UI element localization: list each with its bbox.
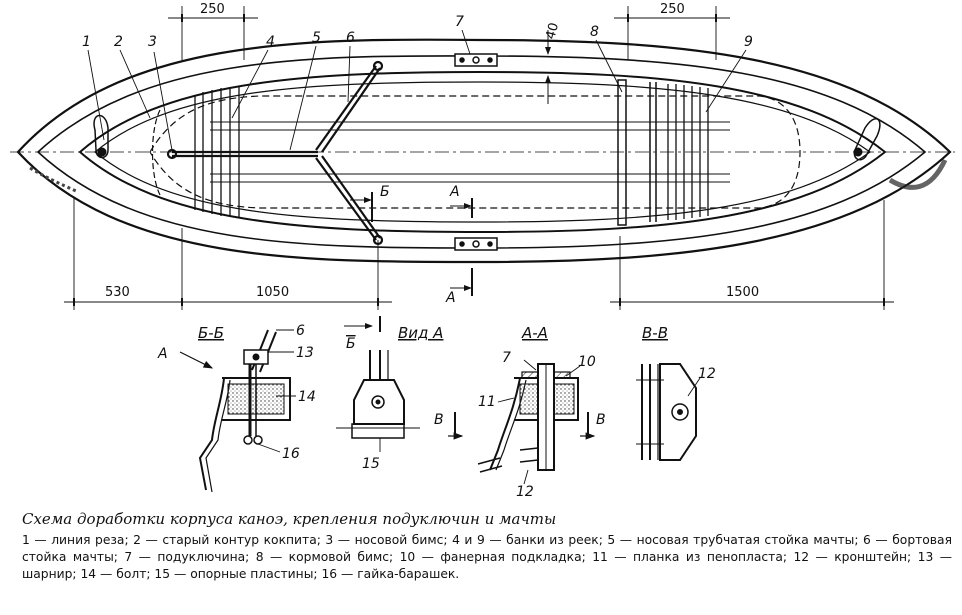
section-mark-v-left: В xyxy=(434,412,444,428)
dim-250-right: 250 xyxy=(660,2,685,17)
part-number-9: 9 xyxy=(744,34,753,50)
part-number-12-aa: 12 xyxy=(516,484,534,500)
dim-1500: 1500 xyxy=(726,285,759,300)
section-mark-b: Б xyxy=(380,184,390,200)
section-mark-v-right: В xyxy=(596,412,606,428)
dim-250-left: 250 xyxy=(200,2,225,17)
figure-caption: Схема доработки корпуса каноэ, крепления… xyxy=(22,510,952,583)
part-number-15: 15 xyxy=(362,456,380,472)
section-aa: А-А xyxy=(477,324,581,485)
section-vv: В-В xyxy=(636,324,701,461)
section-vv-title: В-В xyxy=(642,324,668,342)
part-number-5: 5 xyxy=(312,30,321,46)
part-number-16: 16 xyxy=(282,446,300,462)
hull-plan-view xyxy=(10,30,955,296)
part-number-1: 1 xyxy=(82,34,91,50)
canoe-drawing: 1 2 3 4 5 6 7 8 9 250 250 40 530 1050 15… xyxy=(10,2,955,500)
part-number-12-vv: 12 xyxy=(698,366,716,382)
caption-title: Схема доработки корпуса каноэ, крепления… xyxy=(22,510,557,528)
dim-1050: 1050 xyxy=(256,285,289,300)
part-number-7-aa: 7 xyxy=(502,350,511,366)
part-number-13: 13 xyxy=(296,345,314,361)
part-number-11: 11 xyxy=(478,394,496,410)
view-a: Б Вид А xyxy=(336,316,443,452)
view-arrow-a: А xyxy=(157,346,168,362)
caption-legend: 1 — линия реза; 2 — старый контур кокпит… xyxy=(22,533,952,581)
part-number-14: 14 xyxy=(298,389,316,405)
dim-40: 40 xyxy=(543,21,562,41)
dim-530: 530 xyxy=(105,285,130,300)
section-mark-a-top: А xyxy=(449,184,460,200)
dimension-lines xyxy=(64,6,894,310)
bow-beam xyxy=(151,109,161,196)
section-aa-title: А-А xyxy=(521,324,548,342)
view-a-title: Вид А xyxy=(398,324,443,342)
view-a-mark-b: Б xyxy=(346,336,356,352)
stern-beam xyxy=(617,79,627,226)
part-number-10: 10 xyxy=(578,354,596,370)
mast-tubes xyxy=(166,60,384,246)
gunwale-line xyxy=(36,55,927,249)
part-number-2: 2 xyxy=(114,34,123,50)
leader-lines xyxy=(87,29,747,151)
section-bb: Б-Б xyxy=(179,324,296,493)
oarlock-plates xyxy=(454,53,498,251)
part-number-6-bb: 6 xyxy=(296,323,305,339)
bow-handle xyxy=(93,114,109,159)
part-number-8: 8 xyxy=(590,24,599,40)
part-number-4: 4 xyxy=(266,34,275,50)
section-mark-a-bottom: А xyxy=(445,290,456,306)
part-number-7: 7 xyxy=(455,14,464,30)
part-number-3: 3 xyxy=(148,34,157,50)
part-number-6: 6 xyxy=(346,30,355,46)
old-cockpit-contour xyxy=(149,95,801,209)
section-bb-title: Б-Б xyxy=(198,324,224,342)
hull-outline xyxy=(16,38,952,264)
